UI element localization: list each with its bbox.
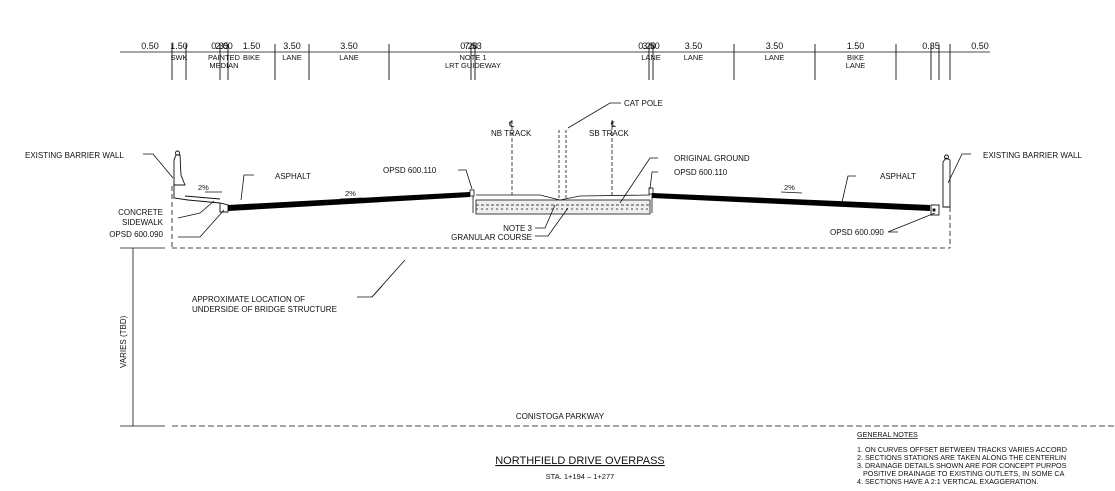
label-asphalt-left: ASPHALT <box>275 172 311 181</box>
dimension-value: 3.50 <box>340 41 358 51</box>
centerline-icon: ℄ <box>610 120 617 129</box>
general-notes-heading: GENERAL NOTES <box>857 430 918 439</box>
label-bridge-2: UNDERSIDE OF BRIDGE STRUCTURE <box>192 305 337 314</box>
dimension-value: 7.53 <box>464 41 482 51</box>
slope-label: 2% <box>784 183 795 192</box>
dimension-value: 3.50 <box>766 41 784 51</box>
dimension-label: LANE <box>684 53 704 62</box>
dimension-label: LANE <box>282 53 302 62</box>
dimension-label: LANE <box>846 61 866 70</box>
label-opsd-110-left: OPSD 600.110 <box>383 166 437 175</box>
label-opsd-090-left: OPSD 600.090 <box>109 230 163 239</box>
annotations: EXISTING BARRIER WALL EXISTING BARRIER W… <box>25 99 1082 486</box>
general-note: POSITIVE DRAINAGE TO EXISTING OUTLETS, I… <box>857 469 1065 478</box>
dimension-value: 0.35 <box>211 41 229 51</box>
bridge-underside <box>171 186 951 249</box>
dimension-value: 1.50 <box>170 41 188 51</box>
dimension-label: LANE <box>641 53 661 62</box>
right-asphalt <box>652 193 930 211</box>
label-original-ground: ORIGINAL GROUND <box>674 154 750 163</box>
drawing-title: NORTHFIELD DRIVE OVERPASS <box>495 455 665 467</box>
dimension-label: PAINTED <box>208 53 241 62</box>
leader-lines <box>143 102 971 298</box>
dimension-value: 1.50 <box>847 41 865 51</box>
dimension-value: 3.50 <box>283 41 301 51</box>
slope-label: 2% <box>198 183 209 192</box>
label-existing-barrier-left: EXISTING BARRIER WALL <box>25 151 124 160</box>
label-bridge-1: APPROXIMATE LOCATION OF <box>192 295 305 304</box>
dimension-label: LANE <box>339 53 359 62</box>
dimension-value: 3.50 <box>685 41 703 51</box>
general-note: 1. ON CURVES OFFSET BETWEEN TRACKS VARIE… <box>857 445 1067 454</box>
centerline-icon: ℄ <box>508 120 515 129</box>
label-cat-pole: CAT POLE <box>624 99 663 108</box>
varies-dimension <box>120 247 165 427</box>
left-barrier-wall <box>173 150 229 213</box>
dimension-label: SWK <box>170 53 187 62</box>
label-sb-track: SB TRACK <box>589 129 630 138</box>
dimension-value: 0.20 <box>460 41 478 51</box>
station-range: STA. 1+194 – 1+277 <box>546 472 615 481</box>
label-varies: VARIES (TBD) <box>119 315 128 368</box>
label-existing-barrier-right: EXISTING BARRIER WALL <box>983 151 1082 160</box>
label-opsd-110-right: OPSD 600.110 <box>674 168 728 177</box>
dimension-value: 0.50 <box>141 41 159 51</box>
label-asphalt-right: ASPHALT <box>880 172 916 181</box>
dimension-value: 0.35 <box>922 41 940 51</box>
left-asphalt <box>228 192 470 211</box>
right-barrier-wall <box>930 154 951 216</box>
dimension-label: MEDIAN <box>209 61 238 70</box>
general-note: 4. SECTIONS HAVE A 2:1 VERTICAL EXAGGERA… <box>857 477 1038 486</box>
dimension-value: 2.00 <box>215 41 233 51</box>
label-parkway: CONISTOGA PARKWAY <box>516 412 605 421</box>
general-note: 3. DRAINAGE DETAILS SHOWN ARE FOR CONCEP… <box>857 461 1067 470</box>
general-note: 2. SECTIONS STATIONS ARE TAKEN ALONG THE… <box>857 453 1066 462</box>
label-granular-course: GRANULAR COURSE <box>451 233 532 242</box>
dimension-label: LANE <box>765 53 785 62</box>
dimension-value: 3.50 <box>642 41 660 51</box>
dimension-value: 1.50 <box>243 41 261 51</box>
dimension-label: BIKE <box>847 53 864 62</box>
label-sidewalk: SIDEWALK <box>122 218 164 227</box>
label-concrete: CONCRETE <box>118 208 163 217</box>
dimension-label: NOTE 1 <box>459 53 486 62</box>
slope-label: 2% <box>345 189 356 198</box>
dimension-value: 0.20 <box>638 41 656 51</box>
label-nb-track: NB TRACK <box>491 129 532 138</box>
dimension-label: BIKE <box>243 53 260 62</box>
label-note-3: NOTE 3 <box>503 224 532 233</box>
dimension-value: 0.50 <box>971 41 989 51</box>
dimension-label: LRT GUIDEWAY <box>445 61 501 70</box>
label-opsd-090-right: OPSD 600.090 <box>830 228 884 237</box>
lrt-guideway <box>469 120 654 215</box>
